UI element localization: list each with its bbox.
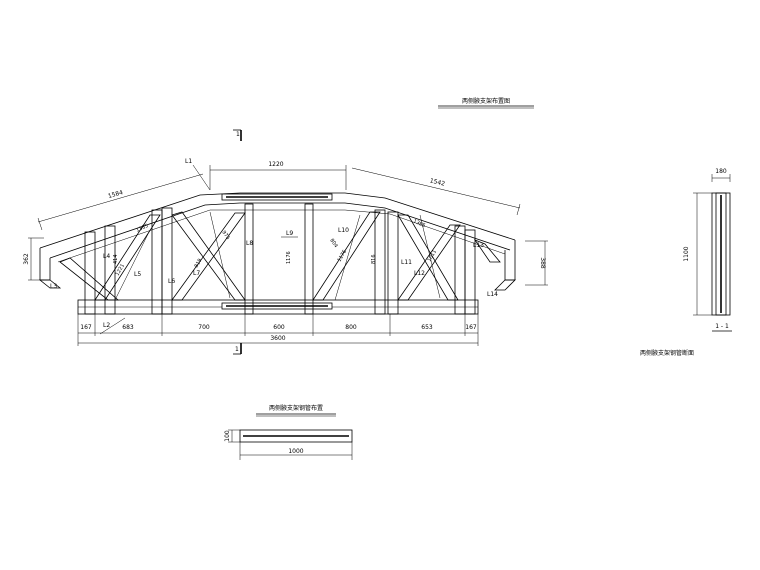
section-width: 180 <box>715 168 727 175</box>
svg-text:1221: 1221 <box>115 263 127 277</box>
top-dimension-lines <box>28 165 548 286</box>
section-title: 两侧腋支架钢管断面 <box>640 349 694 357</box>
member-label-l11: L11 <box>401 259 412 266</box>
member-label-l14: L14 <box>487 291 498 298</box>
plate-width: 1000 <box>288 448 303 455</box>
bottom-dimension-values: 167 683 700 600 800 653 167 3600 <box>80 324 477 342</box>
member-label-l5: L5 <box>134 271 141 278</box>
member-label-l13: L13 <box>473 242 484 249</box>
member-label-l10: L10 <box>338 227 349 234</box>
svg-text:167: 167 <box>465 324 477 331</box>
member-label-l7: L7 <box>193 270 200 277</box>
member-label-l8: L8 <box>246 240 253 247</box>
svg-text:1385: 1385 <box>135 223 149 234</box>
dim-right-height: 388 <box>539 257 546 269</box>
svg-text:1011: 1011 <box>427 249 439 263</box>
section-height: 1100 <box>683 246 690 261</box>
svg-text:800: 800 <box>345 324 357 331</box>
plate-height: 100 <box>224 430 231 442</box>
member-label-l3: L3 <box>50 283 57 290</box>
member-label-l1: L1 <box>185 158 192 165</box>
member-label-l2: L2 <box>103 322 110 329</box>
svg-text:1: 1 <box>235 346 239 353</box>
svg-text:167: 167 <box>80 324 92 331</box>
dim-top-right: 1542 <box>429 177 446 187</box>
member-label-l4: L4 <box>103 253 110 260</box>
section-mark-bottom: 1 <box>233 343 242 355</box>
section-view <box>693 174 731 316</box>
svg-text:683: 683 <box>122 324 134 331</box>
svg-text:975: 975 <box>220 230 230 241</box>
plate-title: 两侧腋支架钢管布置 <box>269 404 323 412</box>
member-label-l12: L12 <box>414 270 425 277</box>
svg-text:819: 819 <box>194 258 204 269</box>
svg-text:1385: 1385 <box>412 218 426 229</box>
svg-text:804: 804 <box>328 238 338 249</box>
plate-view <box>228 429 353 460</box>
svg-text:414: 414 <box>113 254 119 264</box>
dim-top-middle: 1220 <box>268 161 283 168</box>
dim-left-height: 362 <box>23 253 30 265</box>
member-label-l9: L9 <box>286 230 293 237</box>
svg-text:653: 653 <box>421 324 433 331</box>
svg-text:1176: 1176 <box>337 249 349 263</box>
elevation-title: 两侧腋支架布置图 <box>462 97 510 105</box>
svg-text:1176: 1176 <box>286 251 292 264</box>
dim-top-left: 1584 <box>107 189 124 200</box>
svg-text:816: 816 <box>371 254 377 264</box>
diagonal-labels: 1385 1221 819 975 804 1176 1385 1011 117… <box>113 218 438 277</box>
section-label: 1 - 1 <box>715 323 729 330</box>
member-labels: L1 L2 L3 L4 L5 L6 L7 L8 L9 L10 L11 L12 L… <box>50 158 498 335</box>
section-mark-top: 1 <box>233 129 242 141</box>
dim-bottom-total: 3600 <box>270 335 285 342</box>
bottom-dimension-lines <box>77 314 479 346</box>
svg-text:700: 700 <box>198 324 210 331</box>
svg-text:1: 1 <box>236 131 240 138</box>
member-label-l6: L6 <box>168 278 175 285</box>
truss-structure <box>38 192 516 315</box>
svg-text:600: 600 <box>273 324 285 331</box>
